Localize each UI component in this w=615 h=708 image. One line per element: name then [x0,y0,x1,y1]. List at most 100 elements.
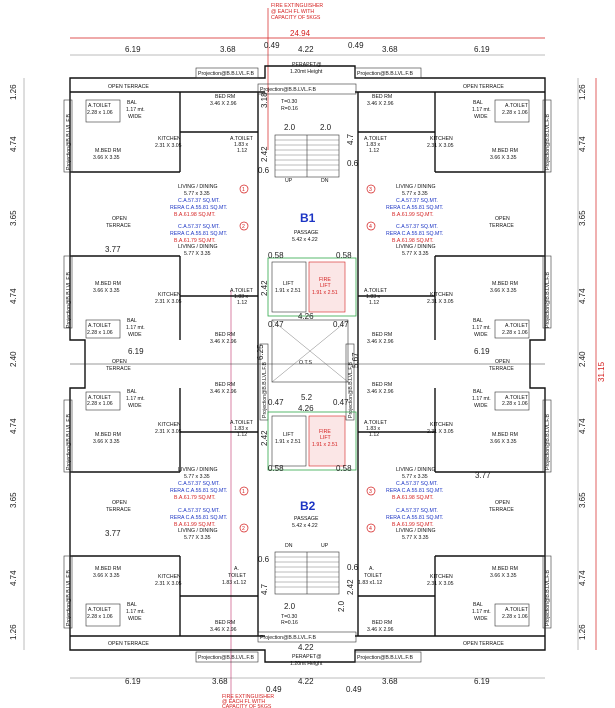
fire-lift-dim: 1.91 x 2.51 [312,290,338,296]
dim-inner: 2.42 [346,579,355,595]
lift-label: LIFT [283,281,294,287]
room-label: LIVING / DINING [396,184,436,190]
room-dim: 5.77 x 3.35 [402,474,428,480]
unit-number: 1 [242,489,245,495]
room-dim: 5.77 X 3.35 [184,535,211,541]
room-dim: 3.66 X 3.35 [490,288,517,294]
room-label: BAL [127,100,137,106]
room-label: A.TOILET [88,323,112,329]
room-dim: 2.31 X 3.05 [155,299,182,305]
room-label: TERRACE [489,366,514,372]
room-label: BAL [473,389,483,395]
room-label: A.TOILET [230,136,254,142]
room-label: OPEN TERRACE [463,641,504,647]
room-dim: 2.31 X 3.05 [155,581,182,587]
stair-down: DN [321,178,329,184]
room-dim: 1.83 x [366,142,381,148]
projection-box [542,255,552,329]
lift-shaft [271,261,307,313]
toilet-box [85,391,121,411]
room-dim: 1.17 mt. [472,396,491,402]
room-label: BED RM [372,332,392,338]
room-label: OPEN [495,359,510,365]
room-dim: 1.12 [369,300,379,306]
note-line: CAPACITY OF 5KGS [222,704,272,708]
area-ba: B.A.61.99 SQ.MT. [174,522,216,528]
room-label: OPEN [495,216,510,222]
room-dim: 3.66 X 3.35 [490,155,517,161]
room-dim: WIDE [128,114,142,120]
area-ba: B.A.61.79 SQ.MT. [174,495,216,501]
note-line: @ EACH FL WITH [222,699,265,705]
dim-inner: 0.58 [268,464,284,473]
room-dim: 1.17 mt. [126,396,145,402]
stair-note: T=0.30 [281,99,297,105]
dim-left: 3.65 [9,210,18,226]
room-label: M.BED RM [95,566,121,572]
dim-inner: 4.26 [298,312,314,321]
room-label: A.TOILET [364,136,388,142]
room-label: BAL [127,602,137,608]
dim-inner: 0.47 [268,398,284,407]
dim-left: 4.74 [9,418,18,434]
toilet-box [85,319,121,339]
unit-marker [366,221,376,231]
dim-left: 3.65 [9,492,18,508]
room-label: BED RM [372,94,392,100]
room-dim: WIDE [474,114,488,120]
stair-note: R=0.16 [281,620,298,626]
room-dim: 5.77 x 3.35 [184,474,210,480]
room-label: A. [234,566,239,572]
room-dim: 3.66 X 3.35 [490,439,517,445]
room-label: OPEN [112,216,127,222]
room-label: BED RM [215,332,235,338]
unit-marker [366,523,376,533]
dim-inner: 3.18 [260,92,269,108]
toilet-box [494,99,530,123]
lift-core-bottom [267,411,357,471]
area-ca: C.A.57.37 SQ.MT. [178,224,220,230]
room-label: A.TOILET [88,103,112,109]
dim-inner: 2.0 [337,600,346,612]
toilet-box [494,391,530,411]
room-label: A.TOILET [230,288,254,294]
dim-inner: 2.42 [260,430,269,446]
dim-left: 2.40 [9,351,18,367]
room-label: M.BED RM [492,281,518,287]
fire-lift-label: LIFT [320,435,331,441]
lift-dim: 1.91 x 2.51 [275,288,301,294]
area-ba: B.A.61.98 SQ.MT. [392,495,434,501]
room-label: BED RM [215,94,235,100]
room-dim: 2.28 x 1.06 [87,401,113,407]
room-dim: 2.31 X 3.05 [427,299,454,305]
room-label: OPEN TERRACE [108,84,149,90]
room-label: LIVING / DINING [178,244,218,250]
dim-inner: 2.0 [320,123,332,132]
dim-top: 4.22 [298,45,314,54]
room-label: KITCHEN [430,422,453,428]
projection-label: Projection@B.B.LVL.F.B [357,655,413,661]
room-label: LIVING / DINING [178,528,218,534]
room-label: BED RM [372,382,392,388]
dim-inner: 2.0 [284,602,296,611]
room-label: KITCHEN [158,574,181,580]
room-label: TERRACE [106,366,131,372]
room-dim: 1.17 mt. [472,325,491,331]
area-ba: B.A.61.79 SQ.MT. [174,238,216,244]
room-dim: 3.66 X 3.35 [490,573,517,579]
area-rera: RERA C.A.55.81 SQ.MT. [386,515,443,521]
room-dim: 5.42 x 4.22 [292,523,318,529]
dim-inner: 0.58 [336,464,352,473]
room-dim: 3.66 X 3.35 [93,288,120,294]
room-dim: 2.28 x 1.06 [87,110,113,116]
room-dim: 1.17 mt. [126,107,145,113]
room-label: LIVING / DINING [396,244,436,250]
projection-label: Projection@B.B.LVL.F.B [545,114,551,170]
room-dim: 3.46 X 2.96 [367,339,394,345]
room-dim: 3.46 X 2.96 [367,101,394,107]
area-rera: RERA C.A.55.81 SQ.MT. [386,205,443,211]
staircase-bottom [274,551,340,595]
projection-label: Projection@B.B.LVL.F.B [545,570,551,626]
room-label: PASSAGE [294,230,319,236]
area-ba: B.A.61.99 SQ.MT. [392,212,434,218]
